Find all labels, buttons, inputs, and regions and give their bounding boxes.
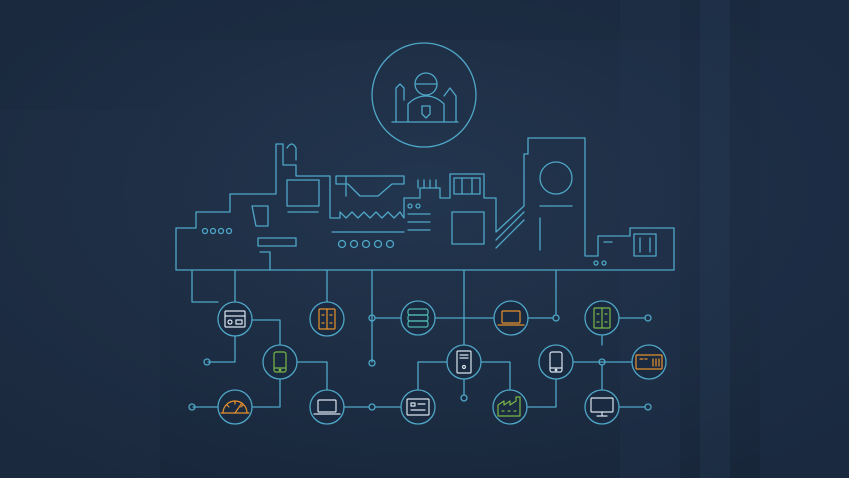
hardware-device-icon (635, 354, 663, 370)
tower-server-icon (456, 350, 472, 374)
worker-with-factory-icon (391, 72, 459, 123)
node-server-rack-green (584, 300, 620, 336)
node-circle (631, 344, 667, 380)
laptop-icon (497, 310, 525, 326)
device-nodes (217, 300, 667, 425)
factory-machine (175, 137, 675, 271)
node-circle (262, 344, 298, 380)
database-icon (407, 308, 429, 328)
node-circle (400, 300, 436, 336)
node-circle (538, 344, 574, 380)
node-gauge (217, 389, 253, 425)
node-circle (493, 300, 529, 336)
hub (371, 42, 477, 148)
gauge-icon (220, 400, 250, 414)
mobile-phone-icon (273, 351, 287, 373)
monitor-icon (590, 397, 614, 417)
control-panel-icon (224, 310, 246, 328)
node-laptop-top (493, 300, 529, 336)
server-rack-icon (318, 308, 336, 330)
card-reader-icon (406, 398, 430, 416)
node-mobile-green (262, 344, 298, 380)
node-circle (446, 344, 482, 380)
factory-icon (497, 396, 521, 417)
node-monitor (584, 389, 620, 425)
node-control-panel (217, 301, 253, 337)
node-tower-server (446, 344, 482, 380)
node-laptop-bottom (309, 389, 345, 425)
laptop-icon (313, 399, 341, 415)
node-server-rack-orange (309, 301, 345, 337)
node-circle (584, 389, 620, 425)
node-circle (309, 389, 345, 425)
server-rack-icon (593, 307, 611, 329)
node-circle (217, 389, 253, 425)
node-factory (492, 389, 528, 425)
node-mobile-white (538, 344, 574, 380)
node-card-reader (400, 389, 436, 425)
node-circle (400, 389, 436, 425)
node-device-orange (631, 344, 667, 380)
connections (188, 269, 652, 411)
mobile-phone-icon (549, 351, 563, 373)
node-database (400, 300, 436, 336)
node-circle (217, 301, 253, 337)
